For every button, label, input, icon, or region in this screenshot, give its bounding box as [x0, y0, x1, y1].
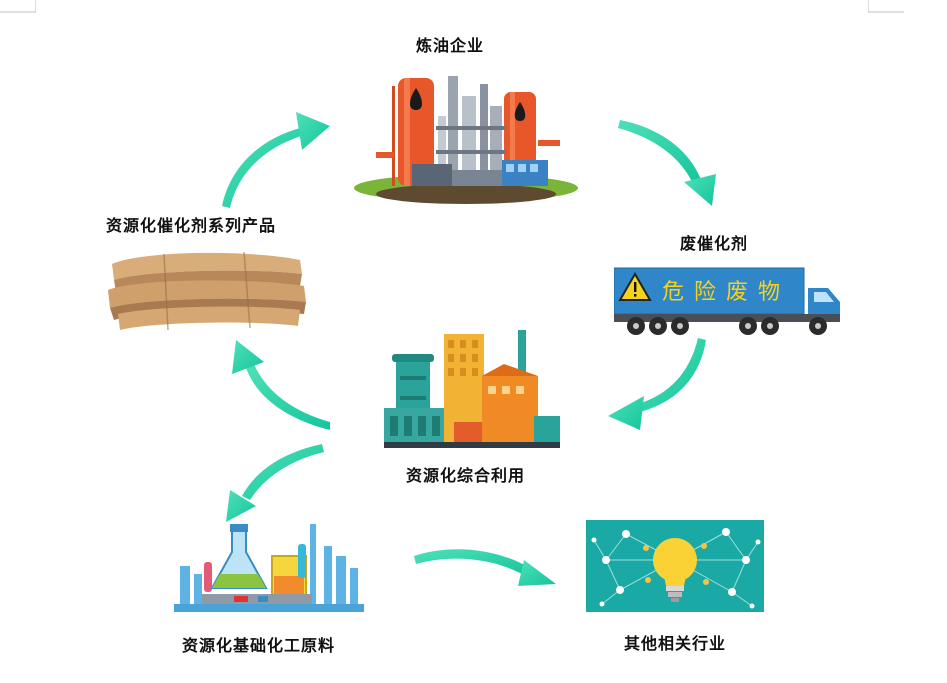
- corner-mark-top-left: [0, 0, 36, 13]
- arrow-center-to-chem: [226, 444, 324, 522]
- arrow-center-to-products: [232, 340, 330, 430]
- arrow-products-to-refinery: [222, 112, 330, 208]
- arrow-chem-to-other: [414, 549, 556, 586]
- node-label-comprehensive-use: 资源化综合利用: [406, 466, 526, 485]
- node-label-chemical-raw: 资源化基础化工原料: [182, 636, 336, 655]
- chemical-plant-illustration: [174, 524, 364, 612]
- node-label-refinery: 炼油企业: [416, 36, 485, 55]
- product-bags-illustration: [108, 251, 306, 331]
- oil-drop-icon: [514, 102, 526, 121]
- arrow-refinery-to-waste: [618, 120, 716, 206]
- node-label-other-industries: 其他相关行业: [624, 634, 727, 653]
- truck-sign-text: 危险废物: [662, 280, 791, 305]
- factory-illustration: [384, 330, 560, 448]
- hazardous-truck: 危险废物: [614, 266, 842, 338]
- node-label-waste-catalyst: 废催化剂: [680, 234, 749, 253]
- refinery-illustration: [354, 76, 578, 204]
- node-label-catalyst-products: 资源化催化剂系列产品: [106, 216, 277, 235]
- arrow-truck-to-center: [608, 338, 706, 430]
- corner-mark-top-right: [868, 0, 904, 13]
- oil-drop-icon: [410, 88, 422, 110]
- lightbulb-network-illustration: [586, 520, 764, 612]
- lightbulb-icon: [653, 538, 697, 582]
